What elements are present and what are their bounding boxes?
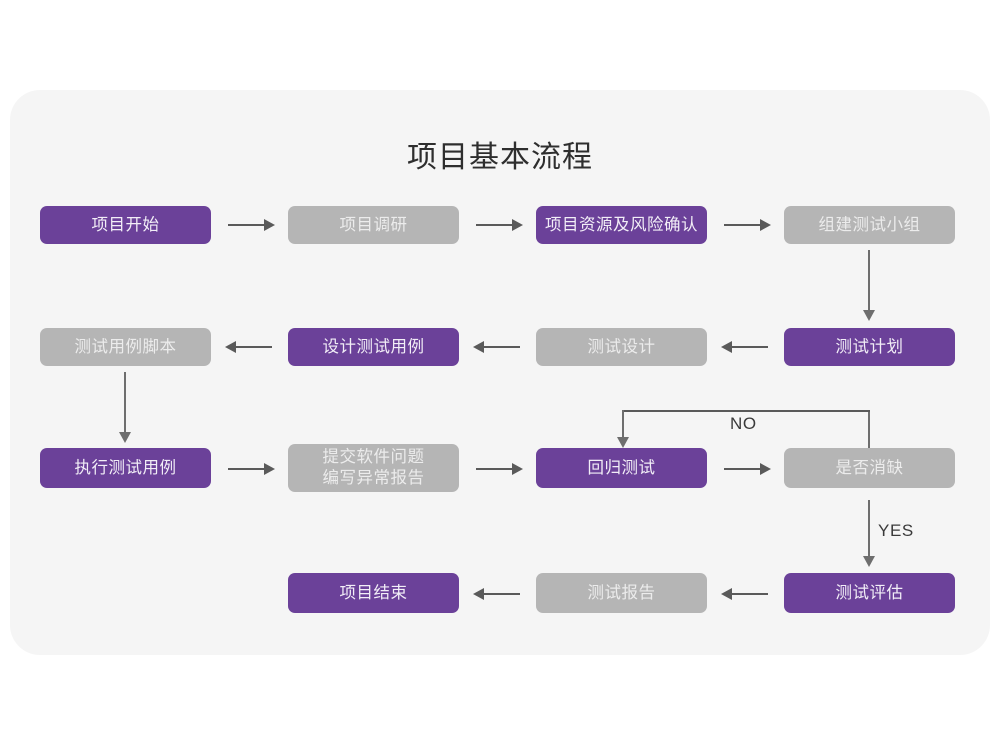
node-label-line-2: 编写异常报告 [322, 469, 425, 487]
arrow-evaluation-to-testreport [730, 593, 768, 595]
arrowhead-down-icon [863, 556, 875, 567]
node-label: 设计测试用例 [322, 337, 425, 356]
node-execute-test-case[interactable]: 执行测试用例 [40, 448, 211, 488]
arrow-execute-to-report [228, 468, 266, 470]
arrow-resource-to-team [724, 224, 762, 226]
arrow-testdesign-to-designcase [482, 346, 520, 348]
arrow-design-to-script [234, 346, 272, 348]
arrowhead-left-icon [721, 588, 732, 600]
node-project-start[interactable]: 项目开始 [40, 206, 211, 244]
arrowhead-left-icon [473, 588, 484, 600]
arrow-report-to-regression [476, 468, 514, 470]
node-label: 项目结束 [339, 583, 408, 602]
arrowhead-right-icon [512, 219, 523, 231]
node-defect-cleared-check[interactable]: 是否消缺 [784, 448, 955, 488]
node-test-plan[interactable]: 测试计划 [784, 328, 955, 366]
edge-label-yes: YES [878, 521, 914, 540]
node-label: 项目资源及风险确认 [545, 215, 698, 234]
node-label: 测试计划 [835, 337, 904, 356]
arrowhead-right-icon [264, 463, 275, 475]
arrow-plan-to-testdesign [730, 346, 768, 348]
node-label: 测试评估 [835, 583, 904, 602]
node-label-multiline: 提交软件问题 编写异常报告 [323, 447, 425, 489]
arrowhead-right-icon [264, 219, 275, 231]
no-loop-horizontal [622, 410, 870, 412]
node-label: 项目调研 [339, 215, 408, 234]
arrowhead-right-icon [512, 463, 523, 475]
node-resource-risk-confirm[interactable]: 项目资源及风险确认 [536, 206, 707, 244]
node-project-end[interactable]: 项目结束 [288, 573, 459, 613]
node-label: 项目开始 [91, 215, 160, 234]
node-label: 测试报告 [587, 583, 656, 602]
node-test-case-script[interactable]: 测试用例脚本 [40, 328, 211, 366]
page-title: 项目基本流程 [407, 141, 593, 174]
no-loop-vertical-left [622, 410, 624, 440]
edge-label-no: NO [730, 414, 757, 433]
node-label: 是否消缺 [835, 458, 904, 477]
arrow-yes-to-evaluation [868, 500, 870, 558]
arrowhead-right-icon [760, 463, 771, 475]
node-design-test-case[interactable]: 设计测试用例 [288, 328, 459, 366]
arrowhead-down-icon [617, 437, 629, 448]
node-label: 测试设计 [587, 337, 656, 356]
arrow-testreport-to-end [482, 593, 520, 595]
node-label-line-1: 提交软件问题 [322, 448, 425, 466]
arrow-regression-to-defectcheck [724, 468, 762, 470]
node-build-test-team[interactable]: 组建测试小组 [784, 206, 955, 244]
arrowhead-left-icon [225, 341, 236, 353]
arrow-research-to-resource [476, 224, 514, 226]
node-label: 执行测试用例 [74, 458, 177, 477]
node-submit-issue-report[interactable]: 提交软件问题 编写异常报告 [288, 444, 459, 492]
arrowhead-right-icon [760, 219, 771, 231]
node-label: 组建测试小组 [818, 215, 921, 234]
node-test-report[interactable]: 测试报告 [536, 573, 707, 613]
node-test-evaluation[interactable]: 测试评估 [784, 573, 955, 613]
node-regression-test[interactable]: 回归测试 [536, 448, 707, 488]
flowchart-card [10, 90, 990, 655]
arrowhead-down-icon [863, 310, 875, 321]
arrow-team-to-plan [868, 250, 870, 312]
node-project-research[interactable]: 项目调研 [288, 206, 459, 244]
arrowhead-down-icon [119, 432, 131, 443]
arrowhead-left-icon [473, 341, 484, 353]
arrow-start-to-research [228, 224, 266, 226]
node-label: 测试用例脚本 [74, 337, 177, 356]
node-label: 回归测试 [587, 458, 656, 477]
node-test-design[interactable]: 测试设计 [536, 328, 707, 366]
arrow-script-to-execute [124, 372, 126, 434]
no-loop-vertical-right [868, 410, 870, 448]
arrowhead-left-icon [721, 341, 732, 353]
